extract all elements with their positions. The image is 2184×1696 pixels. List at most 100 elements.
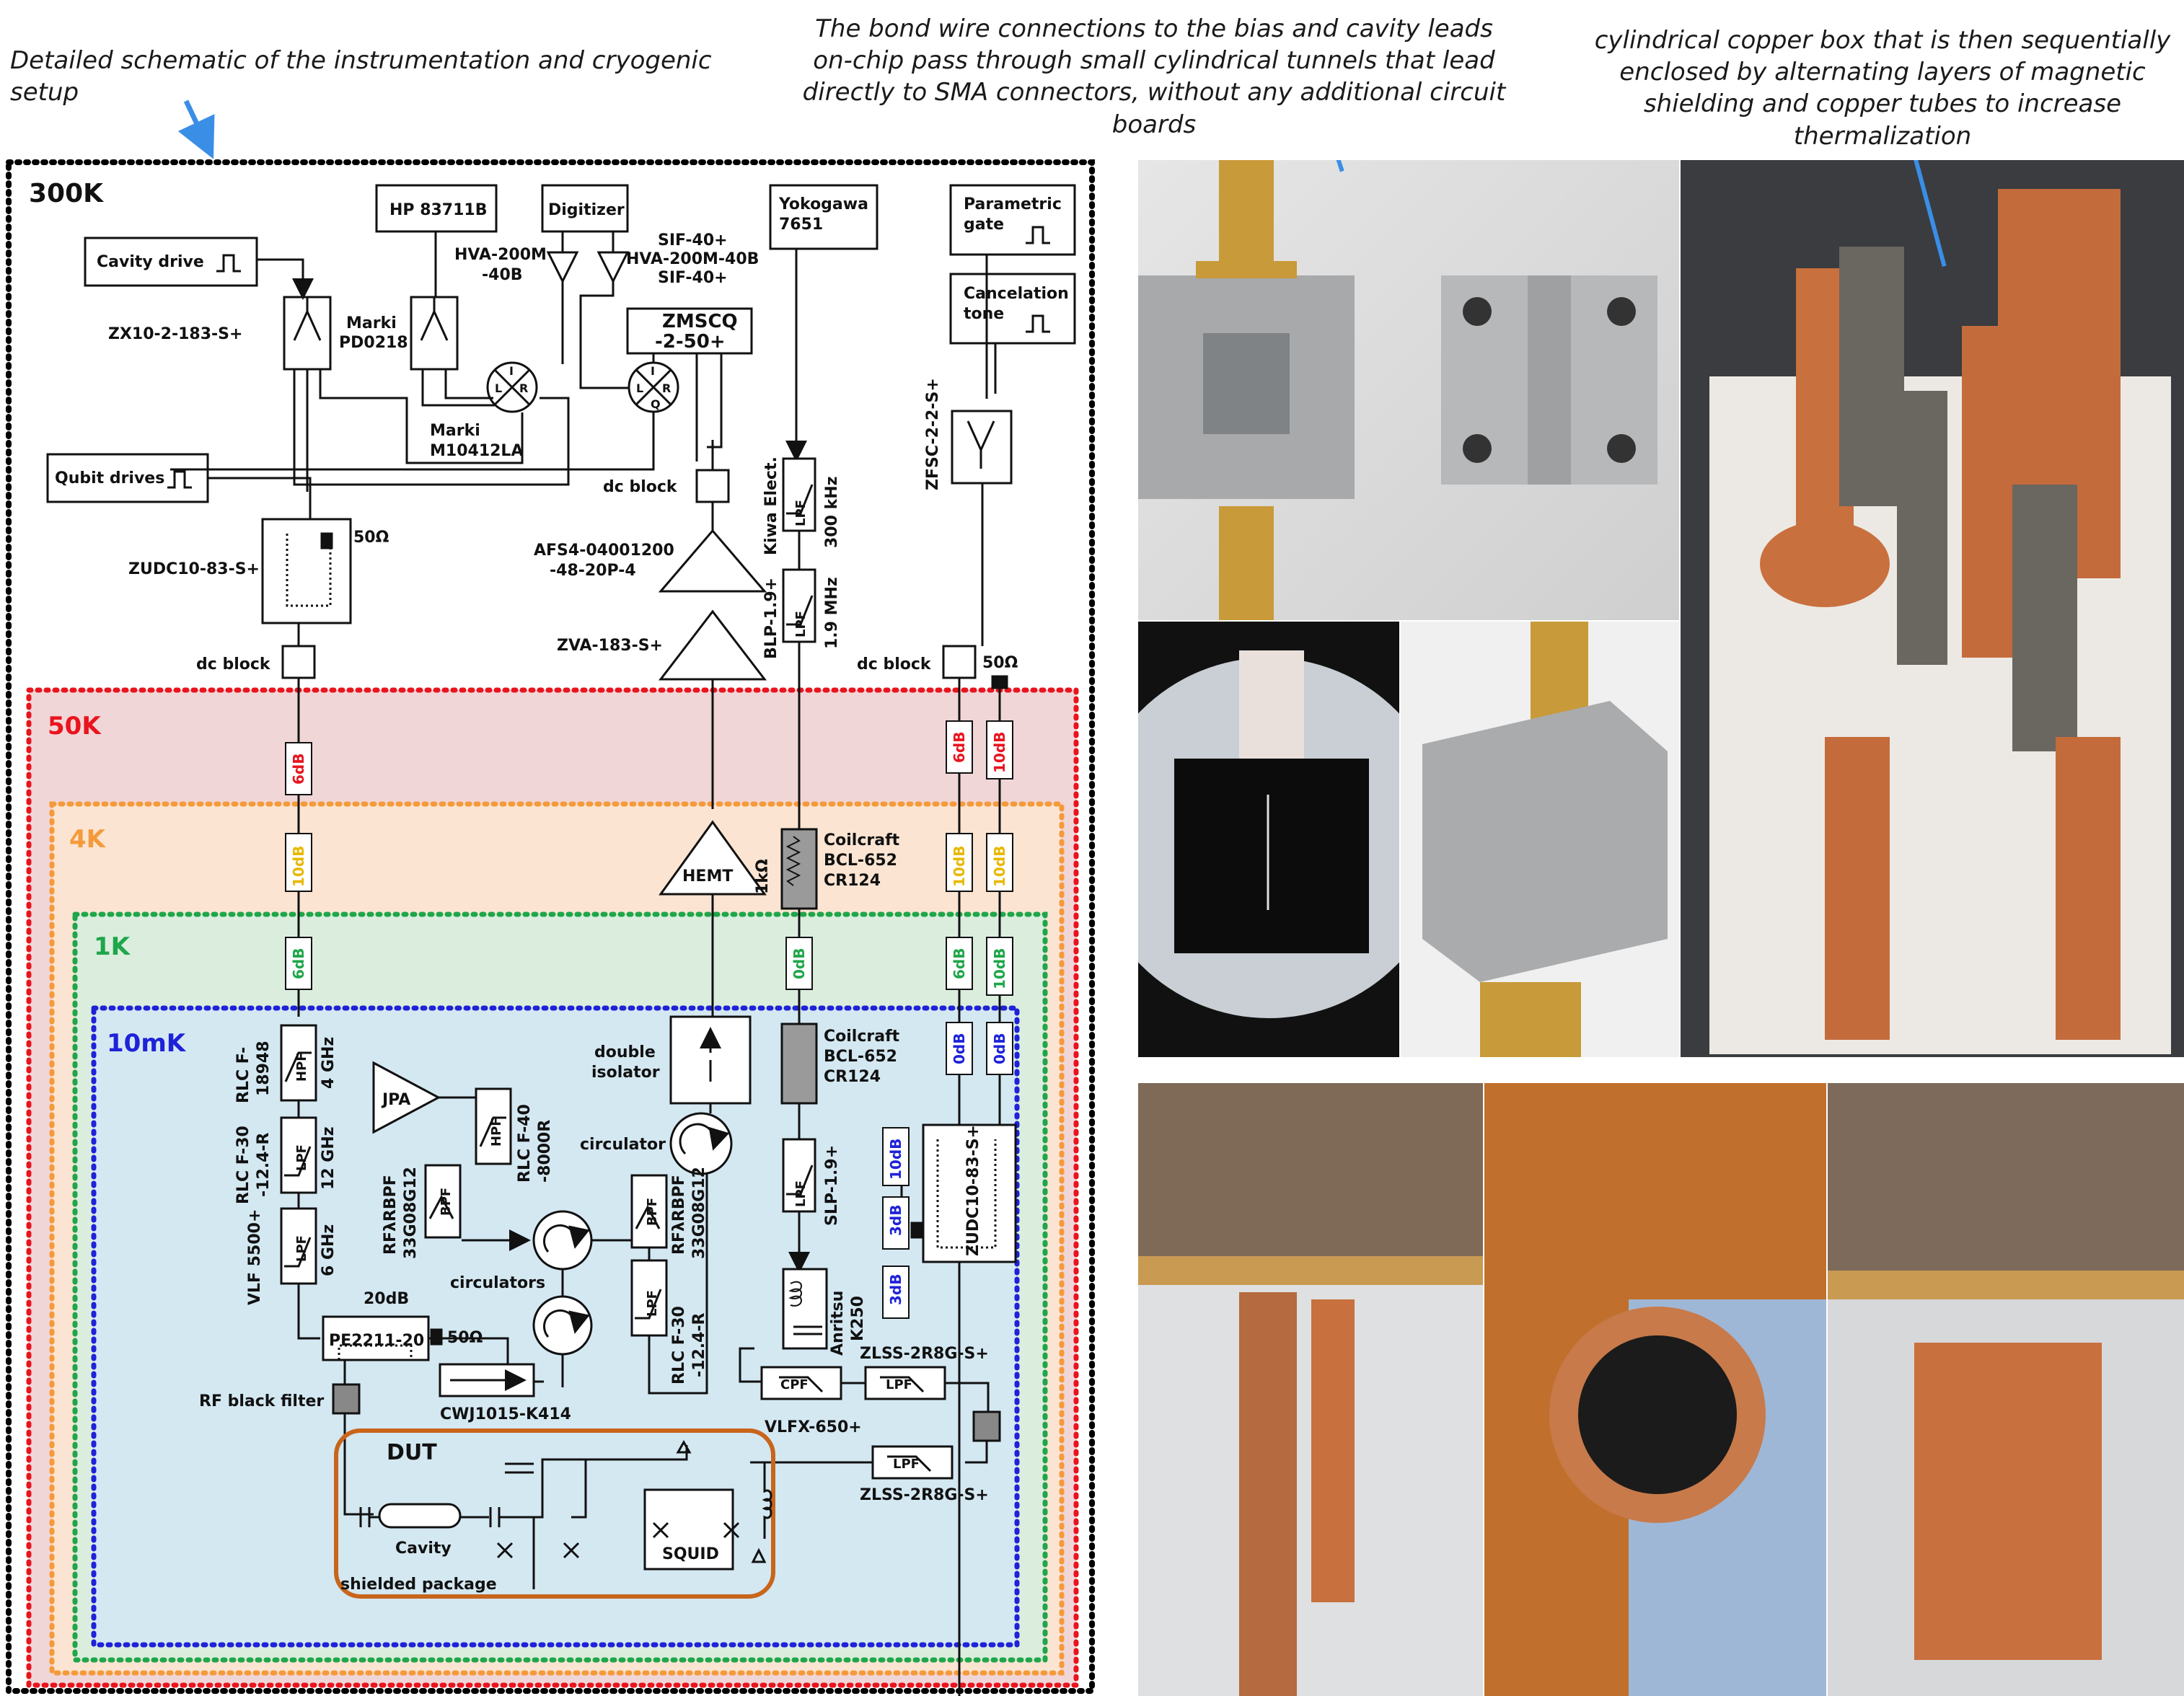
bpf-left bbox=[424, 1164, 462, 1239]
svg-text:-40B: -40B bbox=[482, 266, 523, 284]
hva-left-amp bbox=[546, 251, 579, 284]
svg-text:33G08G12: 33G08G12 bbox=[690, 1167, 708, 1259]
svg-text:1.9 MHz: 1.9 MHz bbox=[823, 577, 841, 649]
cancelation-label-2: tone bbox=[964, 305, 1004, 323]
svg-text:circulators: circulators bbox=[450, 1274, 545, 1292]
svg-text:1kΩ: 1kΩ bbox=[754, 859, 772, 894]
svg-text:ZFSC-2-2-S+: ZFSC-2-2-S+ bbox=[924, 378, 942, 490]
parametric-gate-box bbox=[949, 184, 1076, 256]
schematic-pointer-arrow bbox=[177, 100, 215, 159]
svg-text:12 GHz: 12 GHz bbox=[320, 1126, 338, 1190]
att-0db-blue-a: 0dB bbox=[946, 1022, 973, 1075]
hp-source-box bbox=[375, 184, 498, 233]
svg-text:Coilcraft: Coilcraft bbox=[824, 831, 900, 849]
svg-text:50Ω: 50Ω bbox=[447, 1329, 483, 1347]
schematic-caption: Detailed schematic of the instrumentatio… bbox=[10, 46, 712, 107]
svg-text:SQUID: SQUID bbox=[662, 1545, 719, 1563]
cryostat-photo-middle bbox=[1484, 1083, 1826, 1696]
svg-text:Cavity: Cavity bbox=[395, 1540, 452, 1558]
svg-text:CWJ1015-K414: CWJ1015-K414 bbox=[440, 1405, 571, 1423]
zudc10-coupler-bottom bbox=[922, 1123, 1017, 1263]
stage-1k-label: 1K bbox=[94, 932, 131, 961]
svg-text:33G08G12: 33G08G12 bbox=[402, 1167, 420, 1259]
cavity-element bbox=[378, 1503, 462, 1529]
att-6db-green-b: 6dB bbox=[946, 937, 973, 990]
slp-lpf bbox=[782, 1138, 816, 1213]
svg-text:RLC F-30: RLC F-30 bbox=[670, 1306, 688, 1384]
coilcraft-lower bbox=[780, 1023, 818, 1105]
hva-right-amp bbox=[596, 251, 630, 284]
50ohm-term-a bbox=[320, 532, 333, 549]
svg-text:ZUDC10-83-S+: ZUDC10-83-S+ bbox=[128, 560, 260, 578]
svg-text:HVA-200M-40B: HVA-200M-40B bbox=[626, 250, 759, 268]
bpf-right bbox=[630, 1174, 668, 1249]
svg-text:0dB: 0dB bbox=[991, 1033, 1008, 1064]
svg-text:LPF: LPF bbox=[793, 611, 809, 637]
svg-text:RF black filter: RF black filter bbox=[199, 1392, 324, 1410]
svg-text:ZLSS-2R8G-S+: ZLSS-2R8G-S+ bbox=[860, 1486, 989, 1504]
svg-text:HPF: HPF bbox=[294, 1052, 309, 1082]
svg-text:RLC F-: RLC F- bbox=[234, 1047, 252, 1103]
svg-text:ZUDC10-83-S+: ZUDC10-83-S+ bbox=[964, 1125, 982, 1256]
dc-block-a bbox=[281, 645, 316, 679]
afs4-amplifier bbox=[658, 529, 767, 593]
svg-text:RFλRBPF: RFλRBPF bbox=[382, 1175, 400, 1255]
svg-text:BCL-652: BCL-652 bbox=[824, 1048, 897, 1066]
svg-text:ZX10-2-183-S+: ZX10-2-183-S+ bbox=[108, 325, 242, 343]
svg-text:CR124: CR124 bbox=[824, 872, 881, 890]
svg-text:DUT: DUT bbox=[387, 1440, 437, 1465]
svg-text:4 GHz: 4 GHz bbox=[320, 1037, 338, 1089]
stage-300k-label: 300K bbox=[29, 179, 104, 208]
zva-amplifier bbox=[658, 609, 767, 681]
svg-text:18948: 18948 bbox=[255, 1041, 273, 1096]
att-10db-red: 10dB bbox=[986, 720, 1013, 779]
stage-300k-region bbox=[6, 159, 1095, 1694]
svg-text:-2-50+: -2-50+ bbox=[655, 331, 726, 353]
copper-box-parts-photo bbox=[1681, 160, 2184, 1057]
att-10db-blue: 10dB bbox=[882, 1127, 910, 1186]
zmscq-box bbox=[626, 307, 753, 355]
svg-text:I: I bbox=[651, 364, 655, 378]
svg-text:LPF: LPF bbox=[294, 1235, 309, 1262]
sma-package-photo bbox=[1138, 160, 1679, 620]
svg-text:HPF: HPF bbox=[489, 1117, 504, 1147]
att-10db-yellow: 10dB bbox=[285, 833, 312, 892]
hp-label: HP 83711B bbox=[389, 201, 488, 219]
svg-text:BLP-1.9+: BLP-1.9+ bbox=[762, 578, 780, 659]
svg-text:I: I bbox=[509, 364, 514, 378]
hpf-4ghz bbox=[280, 1024, 317, 1102]
svg-text:BPF: BPF bbox=[439, 1188, 454, 1216]
svg-text:20dB: 20dB bbox=[364, 1290, 409, 1308]
yokogawa-label-2: 7651 bbox=[779, 216, 823, 234]
qubit-drives-box bbox=[46, 453, 209, 503]
qubit-drives-label: Qubit drives bbox=[55, 469, 164, 487]
svg-text:RLC F-40: RLC F-40 bbox=[516, 1104, 534, 1183]
svg-text:shielded package: shielded package bbox=[340, 1576, 497, 1594]
svg-text:6 GHz: 6 GHz bbox=[320, 1224, 338, 1276]
cancelation-label-1: Cancelation bbox=[964, 285, 1069, 303]
svg-text:dc block: dc block bbox=[196, 655, 271, 673]
svg-text:Marki: Marki bbox=[430, 422, 480, 440]
svg-text:LPF: LPF bbox=[893, 1457, 920, 1472]
svg-text:R: R bbox=[662, 381, 671, 395]
svg-text:SIF-40+: SIF-40+ bbox=[658, 231, 728, 249]
svg-text:BPF: BPF bbox=[645, 1198, 660, 1226]
att-3db-blue-a: 3dB bbox=[882, 1196, 910, 1250]
dc-block-b bbox=[695, 469, 730, 503]
svg-text:LPF: LPF bbox=[793, 500, 809, 526]
svg-text:HEMT: HEMT bbox=[682, 867, 733, 885]
svg-text:ZVA-183-S+: ZVA-183-S+ bbox=[557, 637, 663, 655]
att-10db-yellow-c: 10dB bbox=[986, 833, 1013, 892]
svg-text:SLP-1.9+: SLP-1.9+ bbox=[823, 1145, 841, 1226]
dut-package bbox=[334, 1428, 775, 1599]
svg-text:M10412LA: M10412LA bbox=[430, 442, 523, 460]
anritsu-bias-tee bbox=[782, 1268, 828, 1350]
50ohm-term-c bbox=[430, 1328, 443, 1346]
svg-text:Marki: Marki bbox=[346, 314, 397, 332]
svg-text:10dB: 10dB bbox=[991, 732, 1008, 773]
svg-text:-12.4-R: -12.4-R bbox=[690, 1312, 708, 1377]
svg-text:K250: K250 bbox=[849, 1296, 867, 1341]
svg-text:3dB: 3dB bbox=[887, 1205, 904, 1236]
svg-text:PD0218: PD0218 bbox=[339, 334, 408, 352]
cavity-drive-box bbox=[84, 237, 258, 287]
